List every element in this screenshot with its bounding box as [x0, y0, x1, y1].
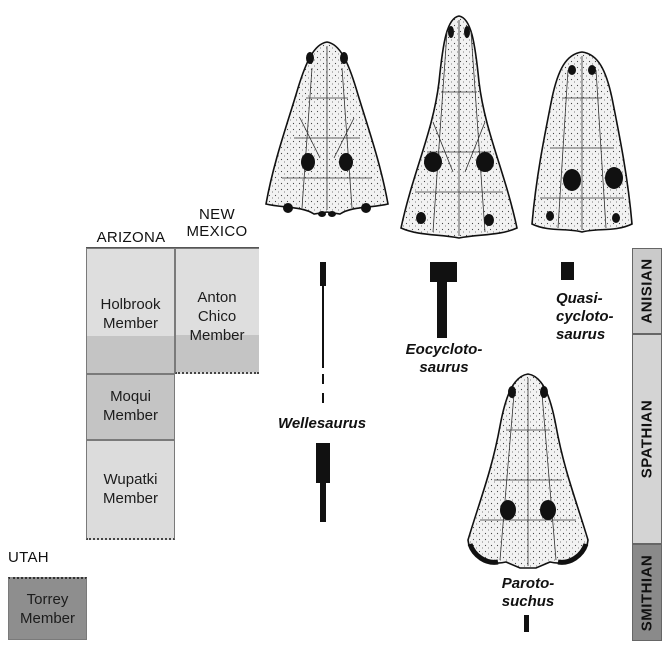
torrey-label-line2: Member	[8, 609, 87, 628]
quasicyclotosaurus-skull-illustration	[528, 48, 636, 234]
holbrook-label-line1: Holbrook	[86, 295, 175, 314]
anton-chico-label-line2: Chico	[175, 307, 259, 326]
wellesaurus-range-line	[322, 286, 324, 368]
wupatki-member-label: Wupatki Member	[86, 470, 175, 508]
quasicyclotosaurus-range-block	[561, 262, 574, 280]
wellesaurus-range-bottom	[320, 483, 326, 522]
moqui-label-line1: Moqui	[86, 387, 175, 406]
wellesaurus-range-dash1	[322, 374, 324, 384]
new-mexico-header-line1: NEW	[175, 206, 259, 223]
arizona-header: ARIZONA	[86, 229, 176, 246]
wupatki-label-line2: Member	[86, 489, 175, 508]
wellesaurus-range-top	[320, 262, 326, 286]
torrey-member-label: Torrey Member	[8, 590, 87, 628]
parotosuchus-label-line1: Paroto-	[478, 575, 578, 593]
moqui-label-line2: Member	[86, 406, 175, 425]
spathian-stage-label: SPATHIAN	[639, 400, 656, 478]
smithian-stage: SMITHIAN	[632, 544, 662, 641]
anton-chico-label-line3: Member	[175, 326, 259, 345]
torrey-label-line1: Torrey	[8, 590, 87, 609]
new-mexico-header-line2: MEXICO	[175, 223, 259, 240]
wupatki-label-line1: Wupatki	[86, 470, 175, 489]
wellesaurus-range-block	[316, 443, 330, 483]
anisian-stage-label: ANISIAN	[639, 258, 656, 323]
eocyclotosaurus-range-block	[430, 262, 457, 282]
smithian-stage-label: SMITHIAN	[639, 554, 656, 631]
quasicyclotosaurus-label: Quasi- cycloto- saurus	[556, 290, 634, 344]
eocyclotosaurus-label-line1: Eocyclo­to-	[396, 341, 492, 359]
new-mexico-header: NEW MEXICO	[175, 206, 259, 240]
holbrook-member-label: Holbrook Member	[86, 295, 175, 333]
quasicyclotosaurus-label-line1: Quasi-	[556, 290, 634, 308]
parotosuchus-skull-illustration	[460, 370, 596, 572]
anton-chico-label-line1: Anton	[175, 288, 259, 307]
parotosuchus-label-line2: suchus	[478, 593, 578, 611]
quasicyclotosaurus-label-line2: cycloto-	[556, 308, 634, 326]
parotosuchus-label: Paroto- suchus	[478, 575, 578, 611]
spathian-stage: SPATHIAN	[632, 334, 662, 544]
holbrook-label-line2: Member	[86, 314, 175, 333]
parotosuchus-range-bar	[524, 615, 529, 632]
moqui-member-label: Moqui Member	[86, 387, 175, 425]
eocyclotosaurus-range-stem	[437, 282, 447, 338]
anton-chico-member-label: Anton Chico Member	[175, 288, 259, 345]
utah-header: UTAH	[8, 549, 48, 566]
quasicyclotosaurus-label-line3: saurus	[556, 326, 634, 344]
wellesaurus-skull-illustration	[262, 38, 392, 220]
wellesaurus-range-dash2	[322, 393, 324, 403]
wellesaurus-label: Wellesaurus	[262, 415, 382, 433]
eocyclotosaurus-skull-illustration	[393, 12, 525, 242]
anisian-stage: ANISIAN	[632, 248, 662, 334]
